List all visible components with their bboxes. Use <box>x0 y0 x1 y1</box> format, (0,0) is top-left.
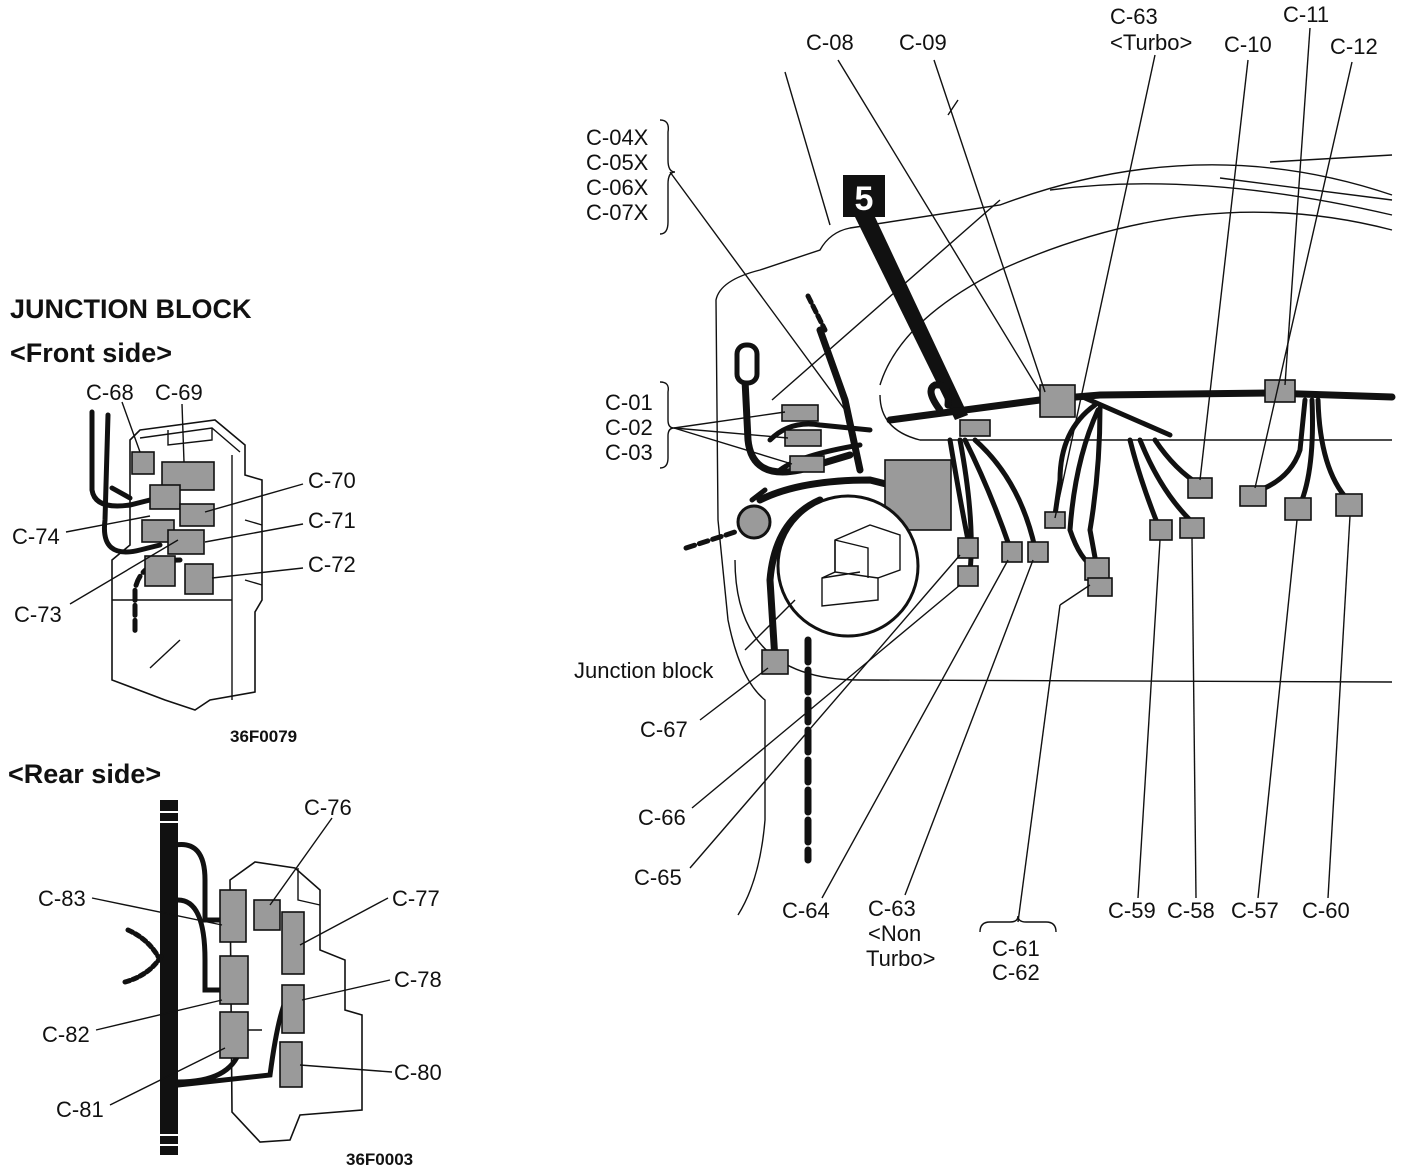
connector-c80 <box>279 1041 303 1088</box>
grommet <box>736 504 772 540</box>
connector-c65 <box>957 537 979 559</box>
label-c69: C-69 <box>155 380 203 405</box>
label-c09: C-09 <box>899 30 947 55</box>
label-c03: C-03 <box>605 440 653 465</box>
label-c64: C-64 <box>782 898 830 923</box>
label-c77: C-77 <box>392 886 440 911</box>
junction-block-callout <box>776 494 920 638</box>
label-c68: C-68 <box>86 380 134 405</box>
label-c65: C-65 <box>634 865 682 890</box>
connector-c66 <box>957 565 979 587</box>
label-non: <Non <box>868 921 921 946</box>
label-c72: C-72 <box>308 552 356 577</box>
connector-c01 <box>781 404 819 422</box>
label-c74: C-74 <box>12 524 60 549</box>
connector-c09-sub <box>959 419 991 437</box>
connector-c58 <box>1179 517 1205 539</box>
front-side-heading: <Front side> <box>10 338 172 368</box>
rear-figure-code: 36F0003 <box>346 1150 413 1169</box>
label-c83: C-83 <box>38 886 86 911</box>
label-c78: C-78 <box>394 967 442 992</box>
rear-junction-block-drawing <box>91 800 393 1155</box>
connector-c57 <box>1284 497 1312 521</box>
connector-c08 <box>1039 384 1076 418</box>
label-non-turbo: Turbo> <box>866 946 936 971</box>
connector-c62 <box>1087 577 1113 597</box>
connector-c81 <box>219 1011 249 1059</box>
label-c66: C-66 <box>638 805 686 830</box>
label-c12: C-12 <box>1330 34 1378 59</box>
label-c04x: C-04X <box>586 125 649 150</box>
badge-5-text: 5 <box>855 180 874 218</box>
junction-block-title: JUNCTION BLOCK <box>10 294 252 324</box>
connector-c83 <box>219 889 247 943</box>
label-c06x: C-06X <box>586 175 649 200</box>
label-c63-turbo: C-63 <box>1110 4 1158 29</box>
connector-block-a <box>149 484 181 510</box>
label-c10: C-10 <box>1224 32 1272 57</box>
label-c60: C-60 <box>1302 898 1350 923</box>
label-c08: C-08 <box>806 30 854 55</box>
front-figure-code: 36F0079 <box>230 727 297 746</box>
connector-c03 <box>789 455 825 473</box>
label-c73: C-73 <box>14 602 62 627</box>
label-c67: C-67 <box>640 717 688 742</box>
label-c02: C-02 <box>605 415 653 440</box>
connector-c10 <box>1187 477 1213 499</box>
label-c71: C-71 <box>308 508 356 533</box>
label-c76: C-76 <box>304 795 352 820</box>
label-c82: C-82 <box>42 1022 90 1047</box>
label-c80: C-80 <box>394 1060 442 1085</box>
connector-c63-non-turbo <box>1027 541 1049 563</box>
label-c70: C-70 <box>308 468 356 493</box>
connector-c73 <box>144 555 176 587</box>
label-c59: C-59 <box>1108 898 1156 923</box>
label-c62: C-62 <box>992 960 1040 985</box>
main-harness-drawing: 5 <box>659 27 1396 933</box>
label-c07x: C-07X <box>586 200 649 225</box>
label-c05x: C-05X <box>586 150 649 175</box>
label-c61: C-61 <box>992 936 1040 961</box>
connector-c70 <box>179 503 215 527</box>
connector-c02 <box>784 429 822 447</box>
connector-c60 <box>1335 493 1363 517</box>
label-c57: C-57 <box>1231 898 1279 923</box>
connector-c11 <box>1264 379 1296 403</box>
connector-c63-turbo <box>1044 511 1066 529</box>
label-turbo: <Turbo> <box>1110 30 1192 55</box>
rear-side-heading: <Rear side> <box>8 759 161 789</box>
rear-main-harness <box>160 800 178 1155</box>
connector-c68 <box>131 451 155 475</box>
label-c01: C-01 <box>605 390 653 415</box>
label-c81: C-81 <box>56 1097 104 1122</box>
connector-c64 <box>1001 541 1023 563</box>
label-c58: C-58 <box>1167 898 1215 923</box>
label-c63-non-turbo: C-63 <box>868 896 916 921</box>
connector-c82 <box>219 955 249 1005</box>
front-junction-block-drawing <box>65 401 304 711</box>
connector-c72 <box>184 563 214 595</box>
badge-5 <box>843 175 885 217</box>
connector-c59 <box>1149 519 1173 541</box>
connector-c61 <box>1084 557 1110 581</box>
connector-c77 <box>281 911 305 975</box>
connector-c12-sub <box>1239 485 1267 507</box>
label-junction-block: Junction block <box>574 658 714 683</box>
connector-c04x <box>734 342 760 386</box>
connector-c76 <box>253 899 281 931</box>
label-c11: C-11 <box>1283 2 1329 27</box>
connector-c78 <box>281 984 305 1034</box>
